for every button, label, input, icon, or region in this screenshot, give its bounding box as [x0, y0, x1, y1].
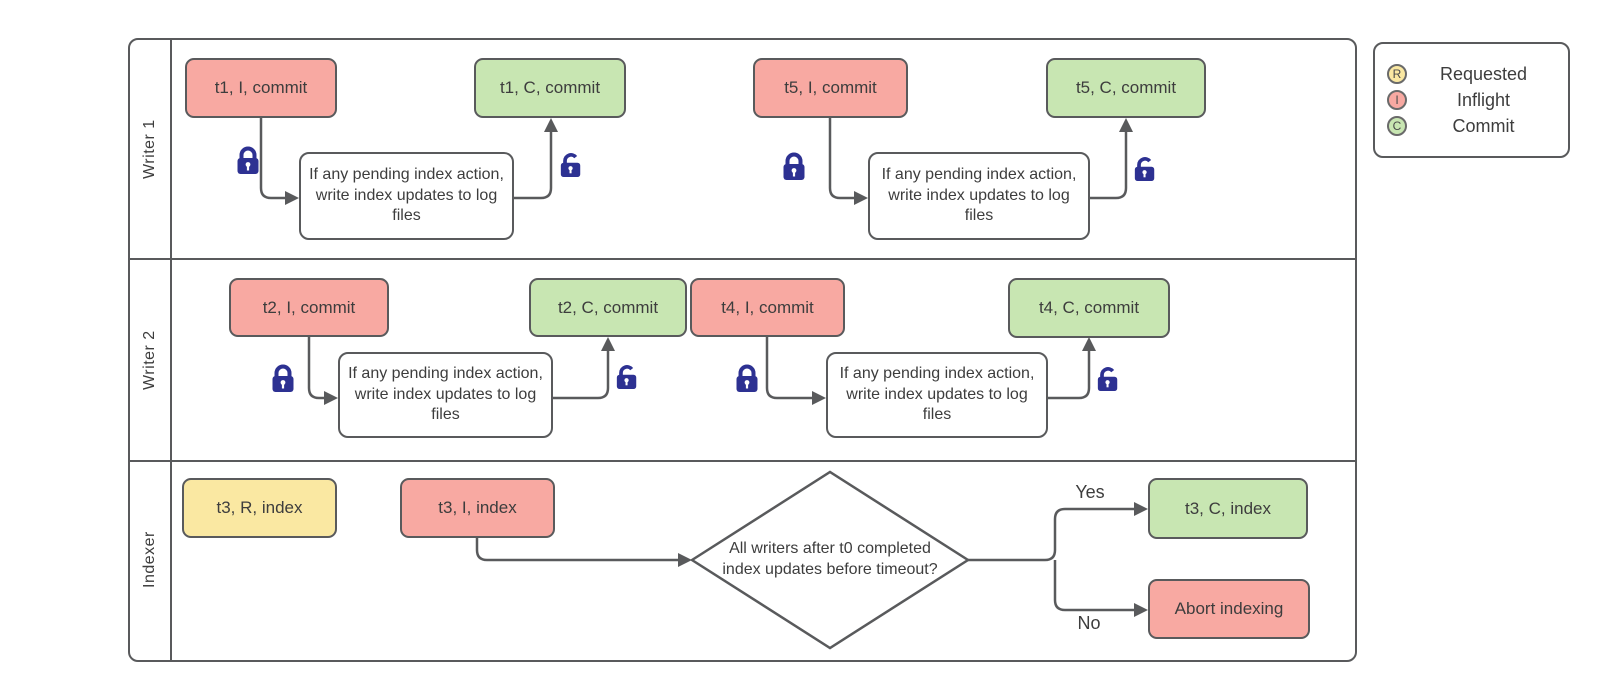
inflight-state-icon: I — [1387, 90, 1407, 110]
lock-open-icon — [1133, 154, 1157, 184]
edge-label-no: No — [1077, 613, 1101, 633]
lane-label-writer1: Writer 1 — [141, 119, 158, 179]
node-process-writer1-right: If any pending index action, write index… — [868, 152, 1090, 240]
edge-label-yes: Yes — [1075, 482, 1105, 502]
lane-label-separator — [170, 40, 172, 660]
lane-label-writer2: Writer 2 — [141, 330, 158, 390]
lock-open-icon — [615, 362, 639, 392]
lane-divider-1 — [130, 258, 1355, 260]
node-t5-inflight: t5, I, commit — [753, 58, 908, 118]
lock-closed-icon — [735, 364, 759, 394]
node-t4-inflight: t4, I, commit — [690, 278, 845, 337]
node-t1-inflight: t1, I, commit — [185, 58, 337, 118]
commit-state-icon: C — [1387, 116, 1407, 136]
lane-divider-2 — [130, 460, 1355, 462]
decision-question: All writers after t0 completed index upd… — [722, 540, 938, 578]
lock-closed-icon — [782, 152, 806, 182]
node-t3-commit: t3, C, index — [1148, 478, 1308, 539]
lock-open-icon — [559, 150, 583, 180]
legend-label: Inflight — [1456, 89, 1511, 110]
legend-item-inflight: I Inflight — [1387, 90, 1556, 111]
requested-state-icon: R — [1387, 64, 1407, 84]
node-abort-indexing: Abort indexing — [1148, 579, 1310, 639]
lock-open-icon — [1096, 364, 1120, 394]
node-t3-requested: t3, R, index — [182, 478, 337, 538]
lock-closed-icon — [236, 146, 260, 176]
lane-label-indexer: Indexer — [141, 531, 158, 589]
node-process-writer2-left: If any pending index action, write index… — [338, 352, 553, 438]
node-t2-inflight: t2, I, commit — [229, 278, 389, 337]
node-t5-commit: t5, C, commit — [1046, 58, 1206, 118]
node-process-writer1-left: If any pending index action, write index… — [299, 152, 514, 240]
legend: R Requested I Inflight C Commit — [1373, 42, 1570, 158]
lock-closed-icon — [271, 364, 295, 394]
node-t4-commit: t4, C, commit — [1008, 278, 1170, 338]
legend-item-commit: C Commit — [1387, 116, 1556, 137]
node-t3-inflight: t3, I, index — [400, 478, 555, 538]
node-process-writer2-right: If any pending index action, write index… — [826, 352, 1048, 438]
node-t2-commit: t2, C, commit — [529, 278, 687, 337]
legend-label: Commit — [1452, 115, 1515, 136]
node-t1-commit: t1, C, commit — [474, 58, 626, 118]
legend-item-requested: R Requested — [1387, 64, 1556, 85]
legend-label: Requested — [1439, 63, 1528, 84]
